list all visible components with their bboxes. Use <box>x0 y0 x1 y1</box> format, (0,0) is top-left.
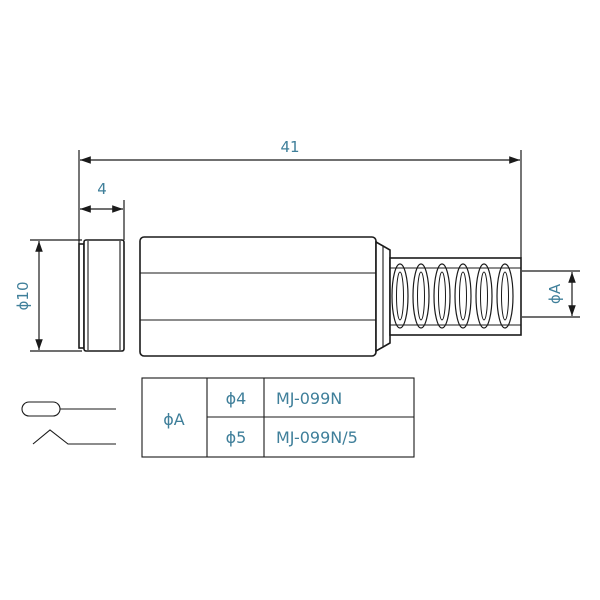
cable-diameter-dimension: ϕA <box>522 270 580 318</box>
rib-5 <box>475 263 493 329</box>
rib-inner-5 <box>480 271 488 321</box>
front-flange <box>83 239 125 352</box>
overall-length-label: 41 <box>280 138 299 156</box>
rib-inner-2 <box>417 271 425 321</box>
rib-inner-3 <box>438 271 446 321</box>
overall-length-dimension: 41 <box>78 138 522 258</box>
switch-contact-icon <box>32 429 116 445</box>
table-row-2-model: MJ-099N/5 <box>276 428 358 447</box>
rib-4 <box>454 263 472 329</box>
strain-relief <box>389 257 522 336</box>
table-row-1-diameter: ϕ4 <box>226 389 247 408</box>
table-row-2-diameter: ϕ5 <box>226 428 247 447</box>
rib-1 <box>391 263 409 329</box>
rib-6 <box>496 263 514 329</box>
main-housing <box>139 236 377 357</box>
table-row-1-model: MJ-099N <box>276 389 342 408</box>
rib-inner-6 <box>501 271 509 321</box>
cable-diameter-label: ϕA <box>546 283 564 304</box>
rib-inner-4 <box>459 271 467 321</box>
plug-symbol-icon <box>21 401 116 417</box>
variant-table: ϕA ϕ4 MJ-099N ϕ5 MJ-099N/5 <box>141 377 415 458</box>
rib-inner-1 <box>396 271 404 321</box>
rib-3 <box>433 263 451 329</box>
front-diameter-dimension: ϕ10 <box>14 239 82 352</box>
strain-relief-ribs <box>391 263 514 329</box>
table-header-phiA: ϕA <box>163 410 185 429</box>
front-diameter-label: ϕ10 <box>14 282 32 311</box>
front-length-dimension: 4 <box>80 180 125 240</box>
rib-2 <box>412 263 430 329</box>
front-length-label: 4 <box>97 180 107 198</box>
jack-body <box>78 236 391 357</box>
